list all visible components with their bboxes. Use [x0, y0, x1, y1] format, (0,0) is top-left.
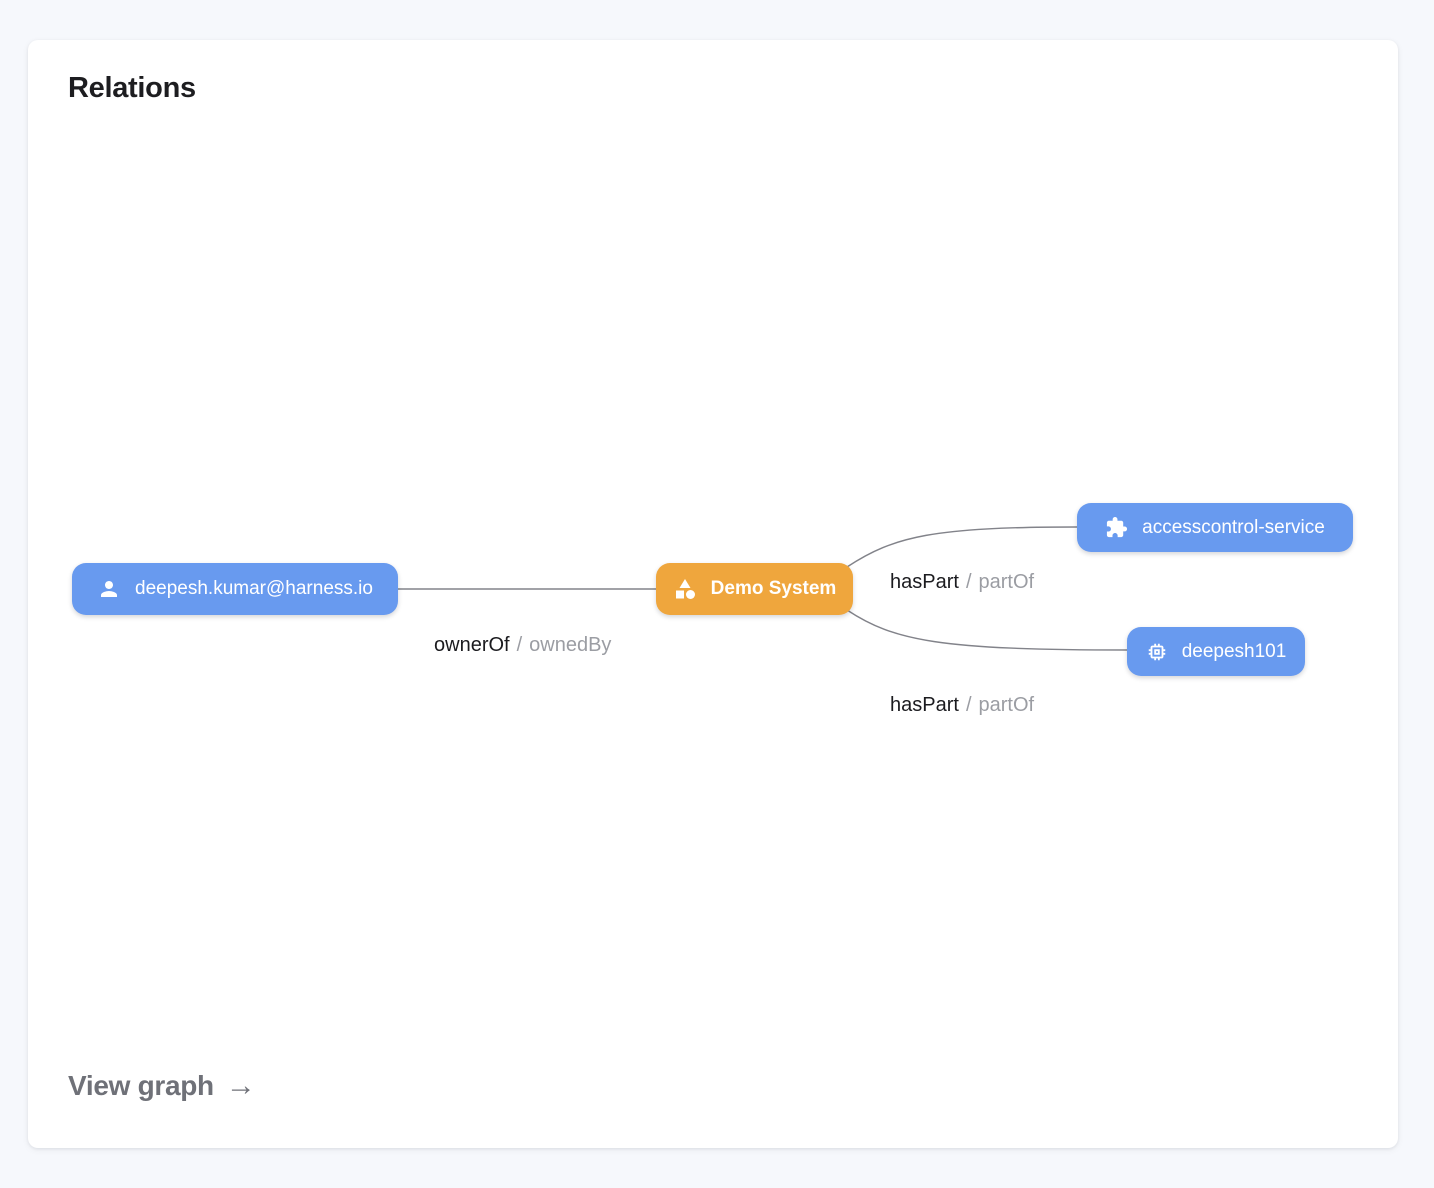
card-title: Relations	[68, 72, 196, 104]
node-label: deepesh.kumar@harness.io	[135, 578, 373, 599]
category-icon	[673, 577, 697, 601]
view-graph-link[interactable]: View graph →	[68, 1070, 256, 1102]
relation-reverse: partOf	[978, 571, 1035, 593]
relation-reverse: ownedBy	[529, 634, 612, 656]
relation-separator: /	[516, 634, 523, 656]
relation-reverse: partOf	[978, 694, 1035, 716]
node-label: deepesh101	[1181, 640, 1287, 662]
puzzle-icon	[1105, 516, 1128, 539]
edge-label-ownerof: ownerOf / ownedBy	[434, 634, 611, 657]
arrow-right-icon: →	[225, 1069, 256, 1102]
edge-haspart-top	[846, 526, 1078, 568]
edge-label-haspart-bottom: hasPart / partOf	[890, 694, 1034, 717]
relation-separator: /	[965, 694, 972, 716]
node-user[interactable]: deepesh.kumar@harness.io	[72, 563, 398, 615]
relation-separator: /	[965, 571, 972, 593]
node-label: accesscontrol-service	[1142, 516, 1325, 538]
relation-forward: hasPart	[890, 694, 959, 716]
edge-haspart-bottom	[846, 609, 1128, 651]
node-deepesh101[interactable]: deepesh101	[1127, 627, 1305, 676]
edge-label-haspart-top: hasPart / partOf	[890, 571, 1034, 594]
relation-forward: hasPart	[890, 571, 959, 593]
graph-edges	[398, 526, 1128, 651]
person-icon	[97, 577, 121, 601]
relations-graph: deepesh.kumar@harness.io Demo System acc…	[28, 40, 1398, 1148]
node-accesscontrol-service[interactable]: accesscontrol-service	[1077, 503, 1353, 552]
node-label: Demo System	[710, 578, 837, 599]
chip-icon	[1146, 641, 1168, 663]
relations-card: Relations deepesh.kumar@harness.io Demo …	[28, 40, 1398, 1148]
relation-forward: ownerOf	[434, 634, 510, 656]
view-graph-label: View graph	[68, 1070, 214, 1101]
node-demo-system[interactable]: Demo System	[656, 563, 853, 615]
